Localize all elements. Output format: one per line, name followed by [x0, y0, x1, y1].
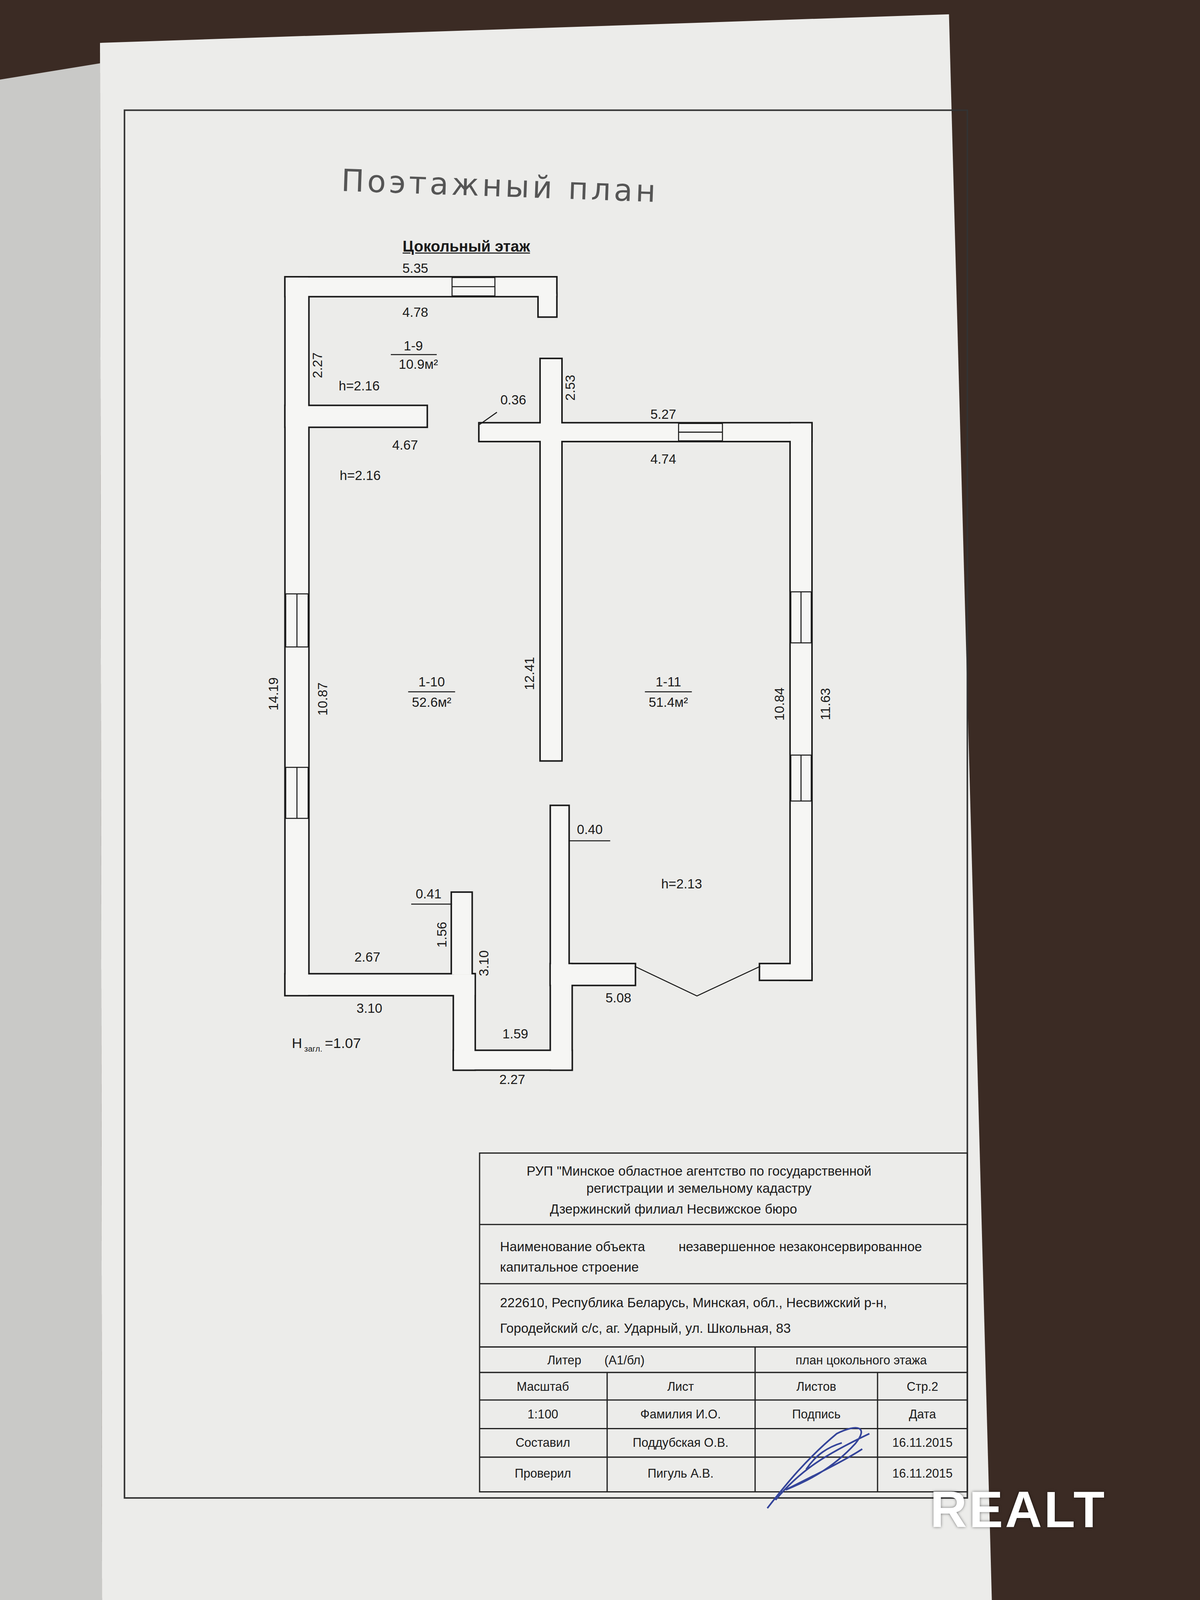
page-title: Поэтажный план	[340, 162, 660, 210]
paper-sheet	[100, 14, 992, 1600]
table-cell: Лист	[667, 1379, 694, 1394]
dimension-label: 4.67	[392, 437, 418, 453]
dimension-label: 5.08	[605, 990, 632, 1006]
table-cell: план цокольного этажа	[795, 1353, 927, 1368]
branch-name: Дзержинский филиал Несвижское бюро	[550, 1201, 798, 1217]
dimension-label: 3.10	[476, 950, 492, 977]
dimension-label: 2.67	[354, 949, 381, 965]
depth-subscript: загл.	[304, 1044, 323, 1054]
dimension-label: 0.41	[415, 886, 442, 902]
signature	[767, 1428, 870, 1509]
dimension-label: 3.10	[356, 1000, 383, 1016]
drawing-frame	[124, 110, 968, 1498]
table-cell: Подпись	[792, 1407, 841, 1422]
table-cell: 1:100	[527, 1407, 559, 1422]
door-swing	[634, 966, 761, 996]
table-cell: Фамилия И.О.	[640, 1407, 721, 1422]
floor-heading: Цокольный этаж	[402, 237, 530, 255]
ceiling-height: h=2.16	[339, 468, 381, 484]
ceiling-height: h=2.13	[661, 876, 702, 892]
wall-fill	[285, 277, 812, 1070]
title-block	[479, 1153, 968, 1492]
object-name: незавершенное незаконсервированное капит…	[500, 1236, 949, 1278]
table-cell: (А1/бл)	[604, 1353, 645, 1368]
watermark: REALT	[930, 1481, 1107, 1540]
dimension-label: 10.84	[772, 687, 788, 721]
room-number: 1-10	[418, 674, 445, 690]
table-cell: Листов	[796, 1379, 836, 1394]
table-cell: Проверил	[514, 1466, 572, 1481]
ceiling-height: h=2.16	[338, 378, 380, 394]
dimension-label: 2.27	[499, 1072, 526, 1088]
next-sheet	[0, 63, 102, 1600]
table-cell: 16.11.2015	[892, 1435, 953, 1450]
table-cell: Поддубская О.В.	[632, 1435, 729, 1450]
dimension-label: 2.27	[309, 352, 325, 379]
wall-outline	[285, 277, 812, 1070]
org-name: РУП "Минское областное агентство по госу…	[489, 1162, 908, 1198]
dimension-label: 5.35	[402, 260, 429, 276]
leader-lines	[390, 354, 692, 904]
table-cell: 16.11.2015	[892, 1466, 953, 1481]
room-number: 1-9	[403, 338, 423, 354]
dimension-label: 14.19	[266, 677, 282, 711]
dimension-label: 0.40	[576, 822, 603, 838]
dimension-label: 0.36	[500, 392, 527, 408]
room-area: 52.6м²	[412, 694, 452, 710]
room-area: 51.4м²	[648, 694, 688, 710]
dimension-label: 11.63	[818, 688, 834, 721]
windows	[285, 277, 812, 819]
address: 222610, Республика Беларусь, Минская, об…	[500, 1289, 954, 1341]
dimension-label: 12.41	[522, 656, 538, 690]
dimension-label: 1.56	[434, 921, 450, 948]
table-cell: Масштаб	[516, 1379, 570, 1394]
room-number: 1-11	[655, 674, 682, 690]
dimension-label: 4.74	[650, 451, 677, 467]
depth-symbol: H	[291, 1034, 302, 1052]
depth-value: =1.07	[324, 1034, 361, 1052]
dimension-label: 10.87	[314, 682, 330, 716]
dimension-label: 5.27	[650, 406, 677, 422]
table-cell: Пигуль А.В.	[647, 1466, 714, 1481]
table-cell: Дата	[908, 1407, 936, 1422]
table-cell: Стр.2	[906, 1379, 939, 1394]
table-cell: Составил	[515, 1435, 570, 1450]
room-area: 10.9м²	[398, 356, 438, 372]
dimension-label: 1.59	[502, 1026, 529, 1042]
table-cell: Литер	[547, 1353, 582, 1368]
dimension-label: 4.78	[402, 304, 429, 320]
dimension-label: 2.53	[562, 374, 578, 401]
field-name: Наименование объекта	[500, 1236, 704, 1258]
